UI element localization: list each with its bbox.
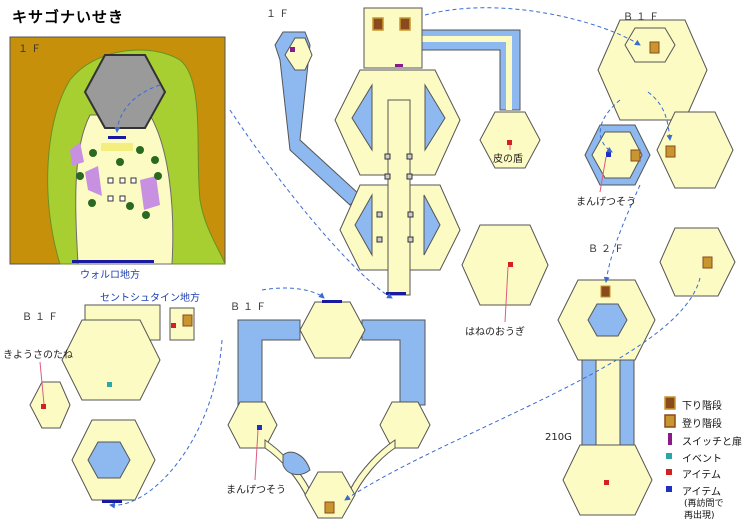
floor-b1-mid: [227, 300, 431, 519]
gold-label: 210G: [545, 432, 572, 443]
legend-item-icon: [666, 469, 672, 475]
floor-label-b1-left: Ｂ１Ｆ: [22, 312, 61, 323]
leather-shield-label: 皮の盾: [493, 154, 523, 165]
exit-walrus-label: ウォルロ地方: [80, 270, 140, 281]
legend-switch-icon: [668, 433, 672, 445]
legend-stairs-down-icon: [664, 396, 676, 410]
legend-label-stairs-down: 下り階段: [682, 401, 722, 412]
floor-b2: [461, 224, 736, 516]
floor-1f: [274, 7, 541, 296]
hane-fan-label: はねのおうぎ: [465, 327, 525, 338]
shrub-markers: [76, 146, 162, 219]
legend-label-event: イベント: [682, 454, 722, 465]
floor-b1-left: [29, 304, 195, 503]
floor-label-1f: １Ｆ: [266, 9, 292, 20]
connection-arrows: [109, 7, 701, 509]
legend-event-icon: [666, 453, 672, 459]
legend-label-item: アイテム: [682, 470, 721, 481]
stosheim-label: セントシュタイン地方: [100, 293, 200, 304]
legend-revisit-item-icon: [666, 486, 672, 492]
legend-revisit-note-1: (再訪問で: [684, 499, 724, 509]
legend-revisit-note-2: 再出現): [684, 511, 715, 521]
floor-label-b1-top: Ｂ１Ｆ: [623, 12, 662, 23]
floor-b1-top: [584, 19, 734, 189]
stairs-down-icon: [372, 17, 411, 31]
mangetsusou-mid-label: まんげつそう: [226, 485, 286, 496]
legend-label-revisit-item: アイテム: [682, 487, 721, 498]
legend-label-switch: スイッチと扉: [682, 437, 742, 448]
legend-label-stairs-up: 登り階段: [682, 419, 722, 430]
legend-stairs-up-icon: [664, 414, 676, 428]
pillar-markers: [107, 177, 137, 202]
map-title: キサゴナいせき: [12, 8, 125, 26]
floor-label-b1-mid: Ｂ１Ｆ: [230, 302, 269, 313]
kiyousa-seed-label: きようさのたね: [3, 350, 73, 361]
mangetsusou-top-label: まんげつそう: [576, 197, 636, 208]
overview-floor-label: １Ｆ: [18, 44, 44, 55]
floor-label-b2: Ｂ２Ｆ: [588, 244, 627, 255]
overview-map: [9, 36, 226, 265]
legend-icons: [664, 396, 676, 492]
leader-lines: [39, 145, 607, 481]
